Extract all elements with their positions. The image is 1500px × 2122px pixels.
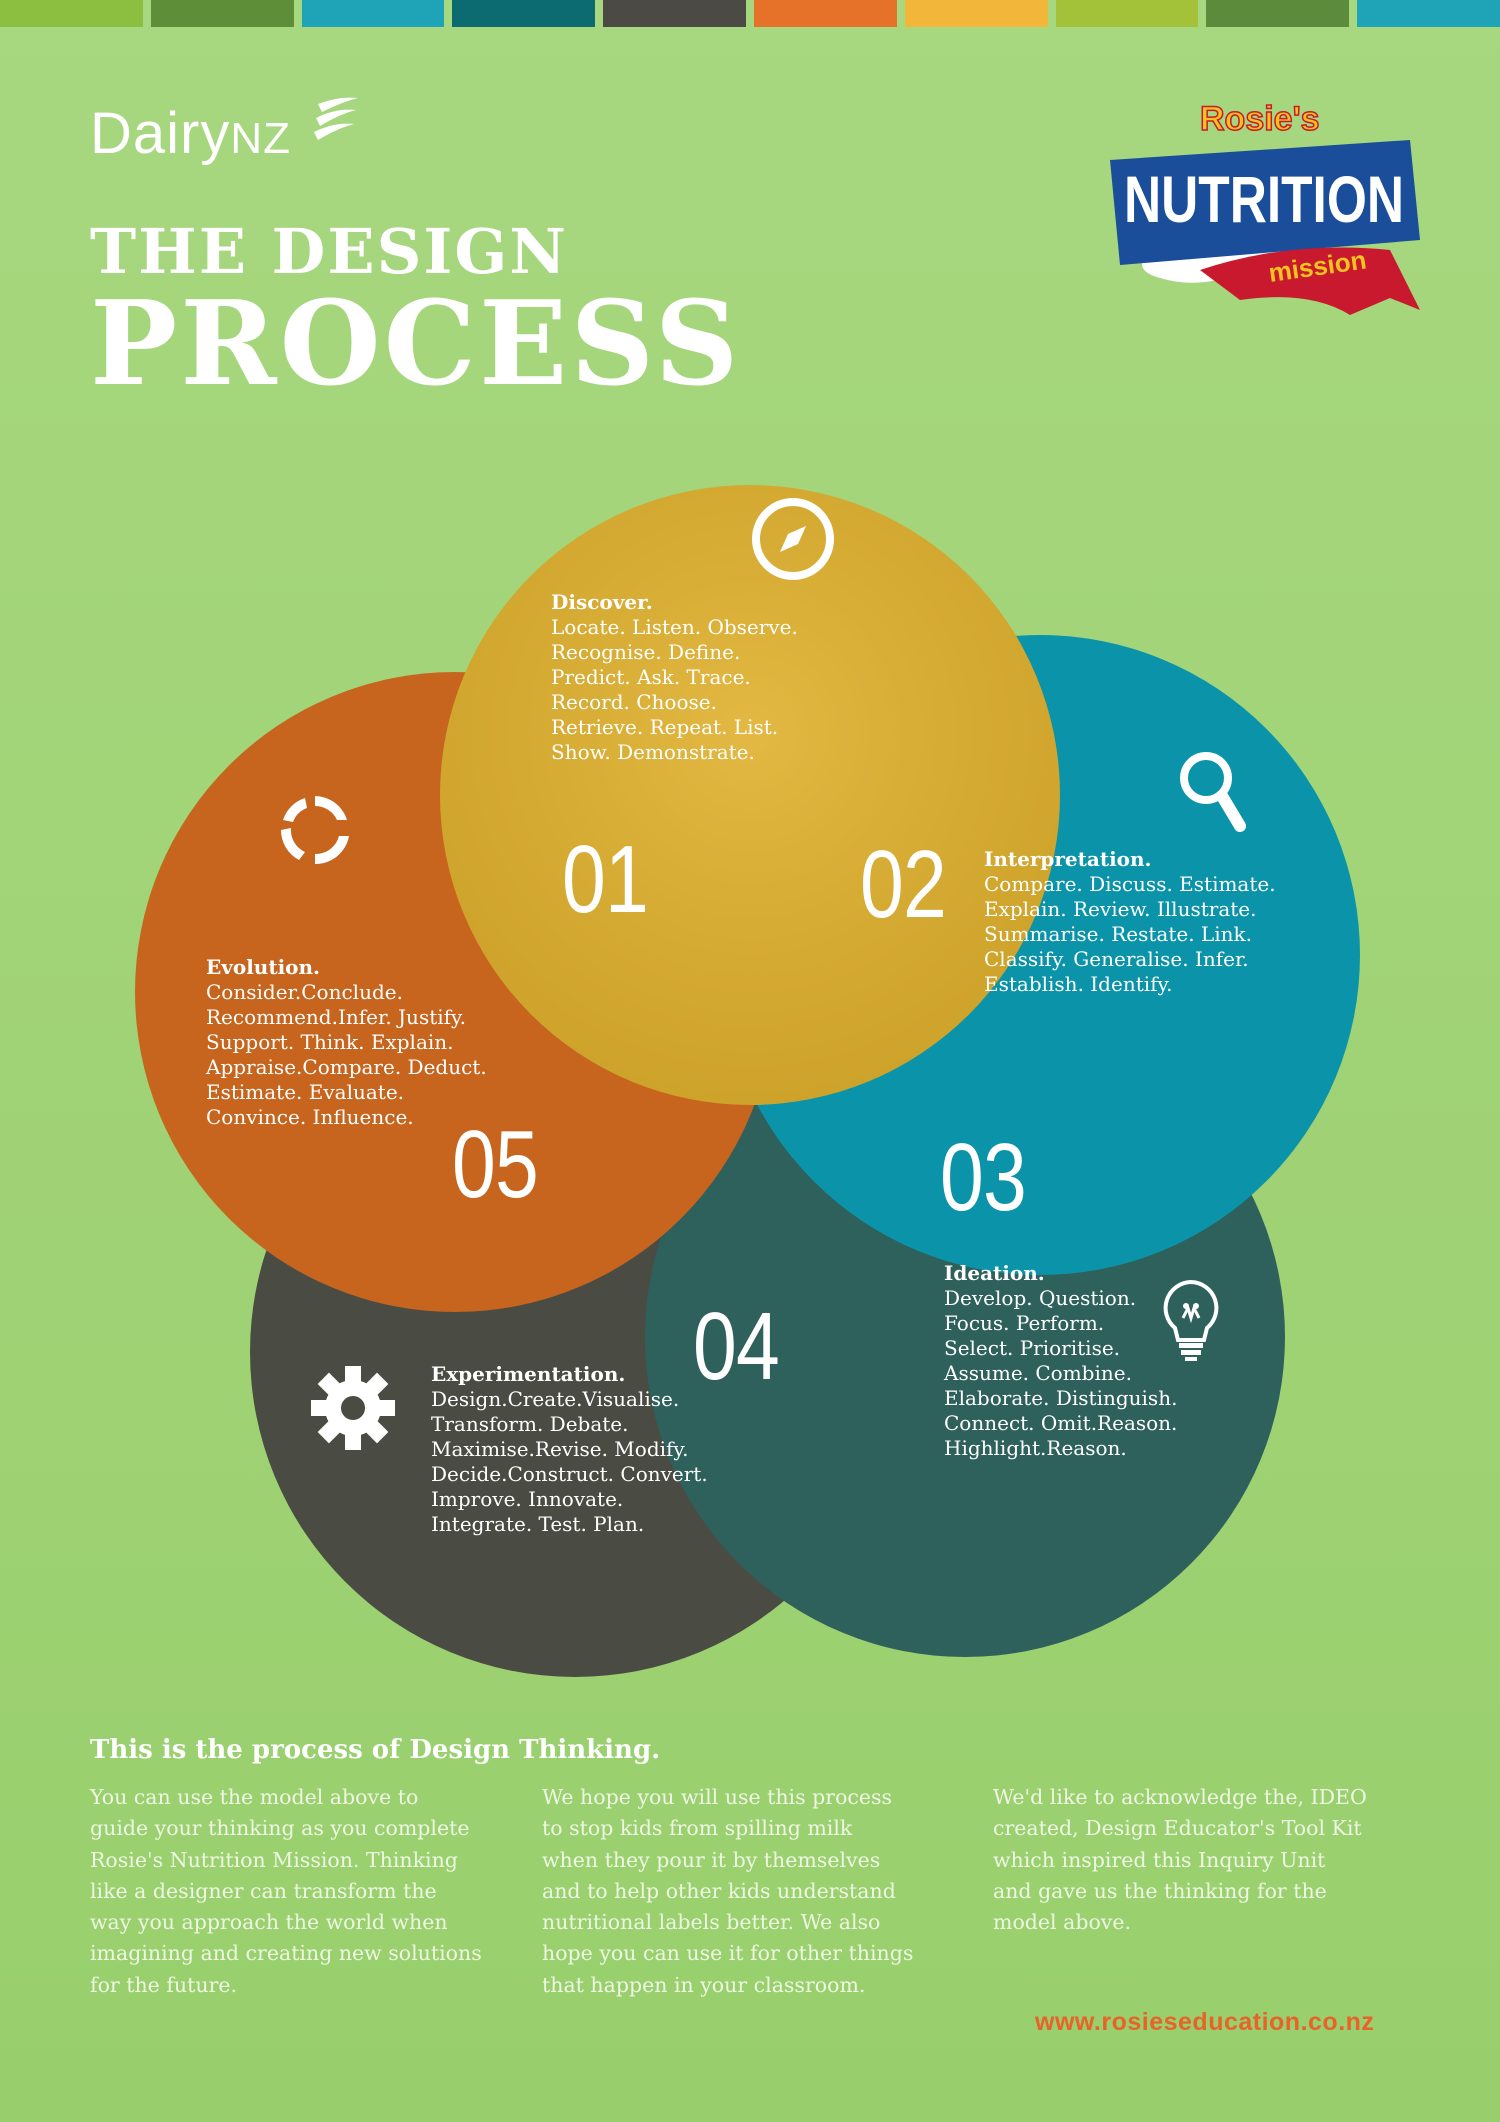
stage-line: Maximise.Revise. Modify. <box>431 1437 689 1461</box>
footer-line: You can use the model above to <box>90 1785 419 1809</box>
stage-line: Recognise. Define. <box>551 640 741 664</box>
color-strip <box>301 0 445 27</box>
footer-line: hope you can use it for other things <box>542 1941 914 1966</box>
logo-text-nutrition: NUTRITION <box>1124 162 1404 236</box>
lightbulb-icon <box>1163 1279 1219 1361</box>
footer-line: guide your thinking as you complete <box>90 1816 470 1841</box>
footer-line: We hope you will use this process <box>542 1785 893 1809</box>
stage-label-experimentation: Experimentation. Design.Create.Visualise… <box>431 1362 708 1537</box>
logo-badge <box>1110 140 1420 265</box>
design-process-diagram <box>135 485 1360 1677</box>
footer-title: This is the process of Design Thinking. <box>90 1735 661 1765</box>
nutrition-mission-logo: Rosie's NUTRITION mission <box>1110 100 1420 315</box>
stage-line: Develop. Question. <box>944 1286 1137 1310</box>
top-color-bar <box>0 0 1500 27</box>
stage-line: Establish. Identify. <box>984 972 1173 996</box>
stage-line: Decide.Construct. Convert. <box>431 1462 708 1486</box>
logo-text-rosies: Rosie's <box>1200 100 1320 138</box>
stage-label-interpretation: Interpretation. Compare. Discuss. Estima… <box>984 847 1276 997</box>
color-strip <box>1357 0 1500 27</box>
stage-line: Show. Demonstrate. <box>551 740 755 764</box>
footer-line: imagining and creating new solutions <box>90 1941 482 1966</box>
footer-column-2: We hope you will use this process to sto… <box>542 1782 962 2001</box>
footer-line: model above. <box>993 1910 1132 1935</box>
stage-line: Integrate. Test. Plan. <box>431 1512 645 1536</box>
gear-icon <box>311 1366 395 1450</box>
page-title-line1: THE DESIGN <box>90 215 568 288</box>
stage-heading: Evolution. <box>206 955 321 979</box>
footer-line: created, Design Educator's Tool Kit <box>993 1816 1362 1841</box>
footer-line: like a designer can transform the <box>90 1878 437 1903</box>
color-strip <box>904 0 1048 27</box>
stage-line: Classify. Generalise. Infer. <box>984 947 1249 971</box>
color-strip <box>0 0 143 27</box>
page-title-line2: PROCESS <box>90 276 742 412</box>
stage-heading: Experimentation. <box>431 1362 626 1386</box>
magnifier-icon <box>1180 752 1246 832</box>
footer-line: and gave us the thinking for the <box>993 1878 1327 1903</box>
color-strip <box>603 0 746 27</box>
footer-line: way you approach the world when <box>90 1910 448 1935</box>
stage-line: Summarise. Restate. Link. <box>984 922 1252 946</box>
footer-line: We'd like to acknowledge the, IDEO <box>993 1785 1367 1809</box>
circle-shade <box>440 485 1060 1105</box>
stage-line: Locate. Listen. Observe. <box>551 615 798 639</box>
stage-line: Focus. Perform. <box>944 1311 1105 1335</box>
stage-line: Select. Prioritise. <box>944 1336 1121 1360</box>
website-link[interactable]: www.rosieseducation.co.nz <box>1035 2008 1375 2036</box>
footer-line: when they pour it by themselves <box>542 1847 881 1872</box>
footer-line: for the future. <box>90 1972 238 1997</box>
color-strip <box>753 0 897 27</box>
footer-line: nutritional labels better. We also <box>542 1910 881 1935</box>
stage-line: Assume. Combine. <box>944 1361 1132 1385</box>
stage-line: Record. Choose. <box>551 690 717 714</box>
footer-line: and to help other kids understand <box>542 1878 896 1903</box>
stage-line: Convince. Influence. <box>206 1105 414 1129</box>
stage-line: Elaborate. Distinguish. <box>944 1386 1178 1410</box>
stage-line: Appraise.Compare. Deduct. <box>206 1055 487 1079</box>
stage-line: Consider.Conclude. <box>206 980 403 1004</box>
color-strip <box>1206 0 1350 27</box>
dairynz-swoosh-icon <box>314 97 358 140</box>
color-strip <box>452 0 596 27</box>
stage-line: Retrieve. Repeat. List. <box>551 715 779 739</box>
stage-line: Predict. Ask. Trace. <box>551 665 751 689</box>
ribbon-shape <box>1200 247 1420 315</box>
stage-number-01: 01 <box>562 826 649 933</box>
footer-column-1: You can use the model above to guide you… <box>90 1782 510 2001</box>
color-strip <box>1055 0 1199 27</box>
stage-heading: Interpretation. <box>984 847 1152 871</box>
footer-line: which inspired this Inquiry Unit <box>993 1847 1326 1872</box>
compass-icon <box>752 498 834 580</box>
cycle-arrows-icon <box>281 796 349 865</box>
stage-line: Improve. Innovate. <box>431 1487 624 1511</box>
stage-label-evolution: Evolution. Consider.Conclude. Recommend.… <box>206 955 487 1130</box>
stage-line: Explain. Review. Illustrate. <box>984 897 1257 921</box>
footer-line: that happen in your classroom. <box>542 1972 866 1997</box>
dairynz-logo: DairyNZ <box>90 97 358 167</box>
stage-line: Recommend.Infer. Justify. <box>206 1005 467 1029</box>
stage-line: Connect. Omit.Reason. <box>944 1411 1178 1435</box>
stage-label-discover: Discover. Locate. Listen. Observe. Recog… <box>551 590 798 765</box>
stage-line: Design.Create.Visualise. <box>431 1387 680 1411</box>
stage-line: Estimate. Evaluate. <box>206 1080 405 1104</box>
stage-line: Highlight.Reason. <box>944 1436 1127 1460</box>
stage-line: Transform. Debate. <box>431 1412 629 1436</box>
stage-label-ideation: Ideation. Develop. Question. Focus. Perf… <box>944 1261 1177 1461</box>
footer-line: to stop kids from spilling milk <box>542 1816 853 1841</box>
stage-line: Compare. Discuss. Estimate. <box>984 872 1276 896</box>
stage-number-02: 02 <box>860 831 947 938</box>
stage-line: Support. Think. Explain. <box>206 1030 454 1054</box>
stage-number-05: 05 <box>452 1111 539 1218</box>
stage-number-04: 04 <box>693 1293 780 1400</box>
footer-line: Rosie's Nutrition Mission. Thinking <box>90 1847 458 1872</box>
footer-column-3: We'd like to acknowledge the, IDEO creat… <box>993 1782 1413 1938</box>
color-strip <box>150 0 294 27</box>
stage-heading: Discover. <box>551 590 653 614</box>
stage-number-03: 03 <box>940 1124 1027 1231</box>
dairynz-wordmark: DairyNZ <box>90 101 291 166</box>
stage-heading: Ideation. <box>944 1261 1045 1285</box>
